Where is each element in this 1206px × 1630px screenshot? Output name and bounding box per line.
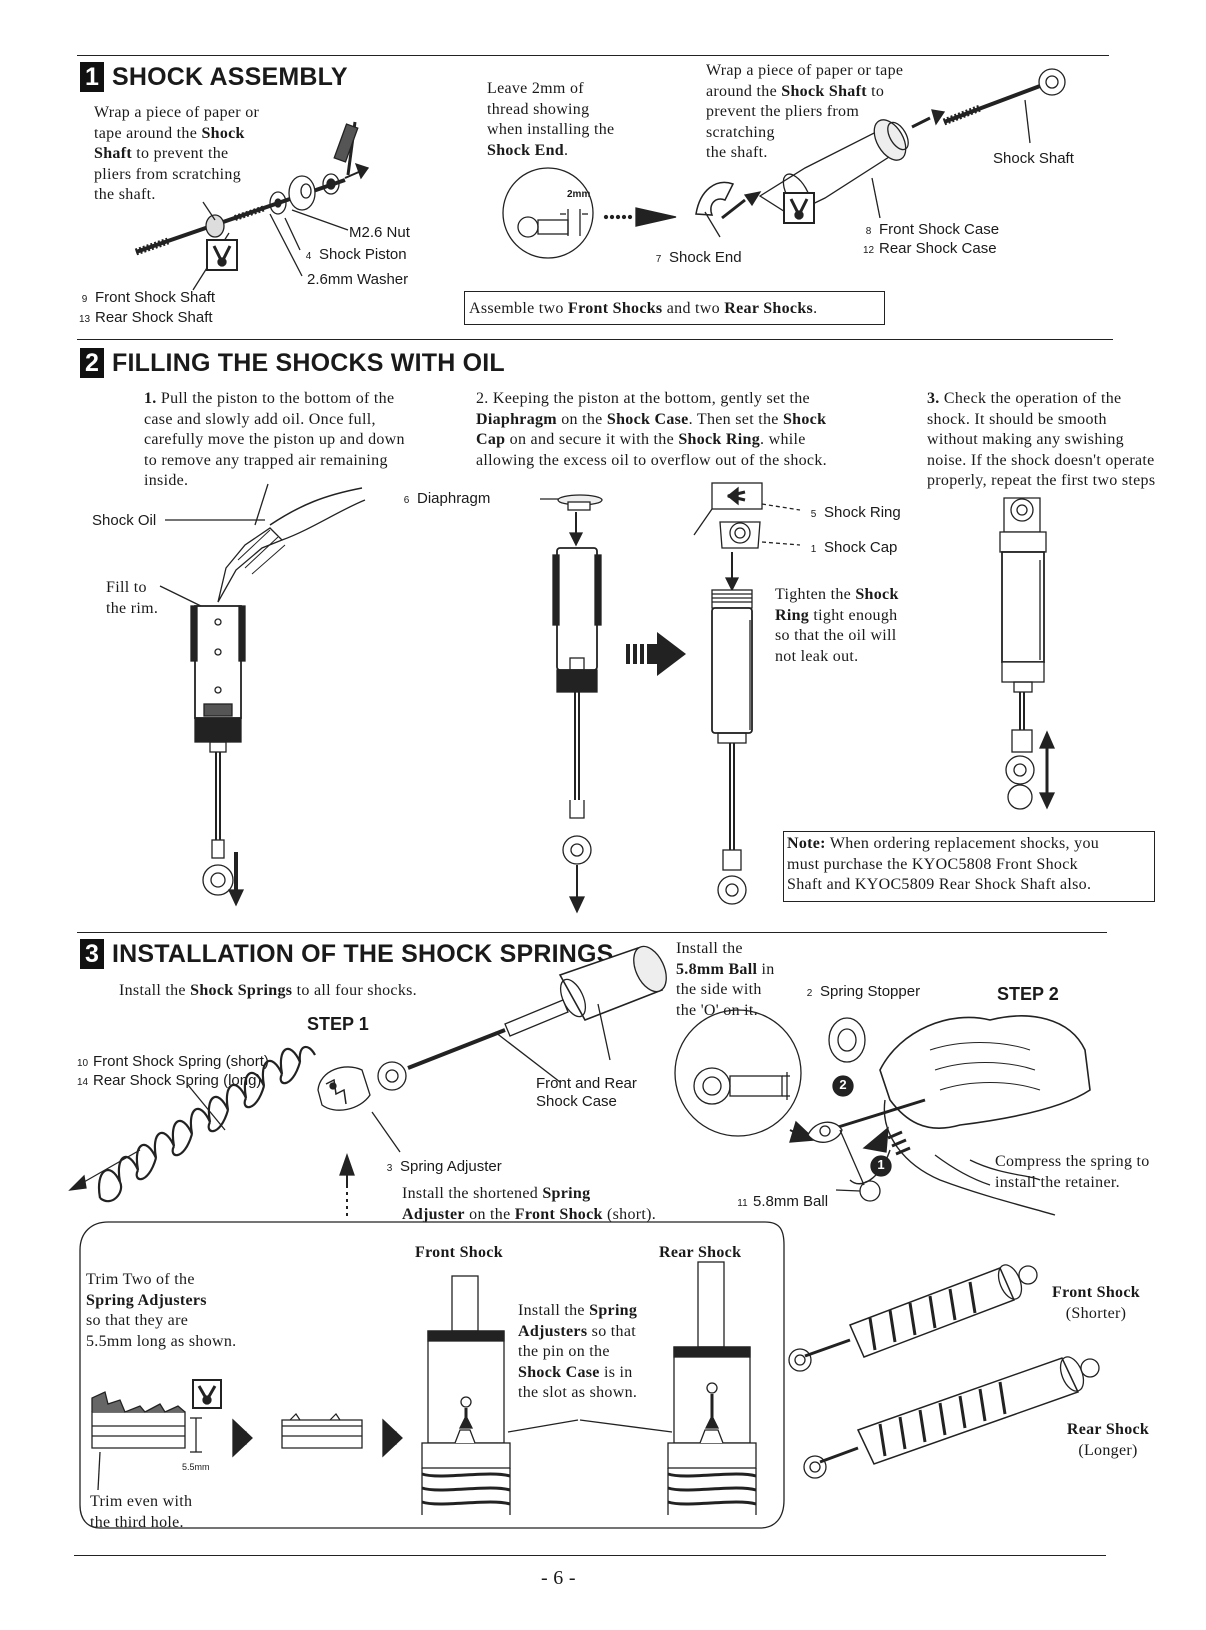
label-shock-shaft: Shock Shaft bbox=[993, 150, 1074, 168]
detail-2mm-label: 2mm bbox=[567, 189, 590, 200]
section2-number: 2 bbox=[80, 348, 104, 378]
section3-title: 3 INSTALLATION OF THE SHOCK SPRINGS bbox=[80, 939, 614, 969]
section2-title: 2 FILLING THE SHOCKS WITH OIL bbox=[80, 348, 505, 378]
step3-shock-drawing bbox=[1000, 498, 1054, 809]
wrap-note: Wrap a piece of paper or tape around the… bbox=[94, 103, 314, 206]
step3-text: 3. Check the operation of the shock. It … bbox=[927, 389, 1206, 492]
label-shock-oil: Shock Oil bbox=[92, 512, 156, 530]
pliers-icon-2 bbox=[784, 193, 814, 223]
final-front-shock: Front Shock (Shorter) bbox=[1040, 1283, 1152, 1324]
trim-adjuster-drawing bbox=[92, 1380, 402, 1490]
final-front-shock-drawing bbox=[789, 1262, 1037, 1371]
step1-label: STEP 1 bbox=[307, 1014, 369, 1035]
slot-note: Install the Spring Adjusters so that the… bbox=[518, 1301, 678, 1404]
section2-title-text: FILLING THE SHOCKS WITH OIL bbox=[112, 349, 505, 378]
wrap-note-2: Wrap a piece of paper or tape around the… bbox=[706, 61, 966, 164]
marker-2: 2 bbox=[837, 1077, 849, 1092]
section3-rule bbox=[77, 932, 1107, 933]
step1-text: 1. Pull the piston to the bottom of the … bbox=[144, 389, 454, 492]
shock-end-detail bbox=[503, 168, 676, 258]
label-fill-rim: Fill to the rim. bbox=[106, 578, 158, 619]
label-m26-nut: M2.6 Nut bbox=[349, 224, 410, 242]
tighten-note: Tighten the Shock Ring tight enough so t… bbox=[775, 585, 975, 667]
ball-detail bbox=[675, 1010, 815, 1142]
section3-title-text: INSTALLATION OF THE SHOCK SPRINGS bbox=[112, 940, 614, 969]
section2-rule bbox=[77, 339, 1113, 340]
note-box: Note: When ordering replacement shocks, … bbox=[783, 831, 1155, 902]
rear-shock-heading: Rear Shock bbox=[659, 1243, 741, 1264]
adjuster-note: Install the shortened Spring Adjuster on… bbox=[402, 1184, 722, 1225]
assemble-note-box: Assemble two Front Shocks and two Rear S… bbox=[464, 291, 885, 325]
section1-title-text: SHOCK ASSEMBLY bbox=[112, 63, 348, 92]
step2-text: 2. Keeping the piston at the bottom, gen… bbox=[476, 389, 916, 471]
section1-number: 1 bbox=[80, 62, 104, 92]
step2-label: STEP 2 bbox=[997, 984, 1059, 1005]
trim-even-note: Trim even with the third hole. bbox=[90, 1492, 192, 1533]
section3-intro: Install the Shock Springs to all four sh… bbox=[119, 981, 417, 1002]
label-washer: 2.6mm Washer bbox=[307, 271, 408, 289]
oil-bottle-drawing bbox=[160, 484, 365, 608]
bottom-rule bbox=[74, 1555, 1106, 1556]
front-shock-detail bbox=[422, 1276, 510, 1515]
step2-shock-drawing bbox=[540, 495, 602, 912]
top-rule bbox=[77, 55, 1109, 56]
trim-box bbox=[80, 1222, 784, 1528]
label-shock-case: Front and Rear Shock Case bbox=[536, 1075, 637, 1111]
front-shock-heading: Front Shock bbox=[415, 1243, 503, 1264]
pliers-icon bbox=[207, 240, 237, 270]
marker-1: 1 bbox=[875, 1157, 887, 1172]
final-rear-shock: Rear Shock (Longer) bbox=[1052, 1420, 1164, 1461]
thread-note: Leave 2mm of thread showing when install… bbox=[487, 79, 667, 161]
section1-title: 1 SHOCK ASSEMBLY bbox=[80, 62, 348, 92]
trim-dimension: 5.5mm bbox=[182, 1462, 210, 1472]
trim-note: Trim Two of the Spring Adjusters so that… bbox=[86, 1270, 286, 1352]
page-number: - 6 - bbox=[541, 1568, 576, 1589]
ball-note: Install the 5.8mm Ball in the side with … bbox=[676, 939, 836, 1021]
section3-number: 3 bbox=[80, 939, 104, 969]
step1-shock-drawing bbox=[191, 606, 245, 905]
big-arrow-icon bbox=[626, 632, 686, 676]
compress-note: Compress the spring to install the retai… bbox=[995, 1152, 1195, 1193]
